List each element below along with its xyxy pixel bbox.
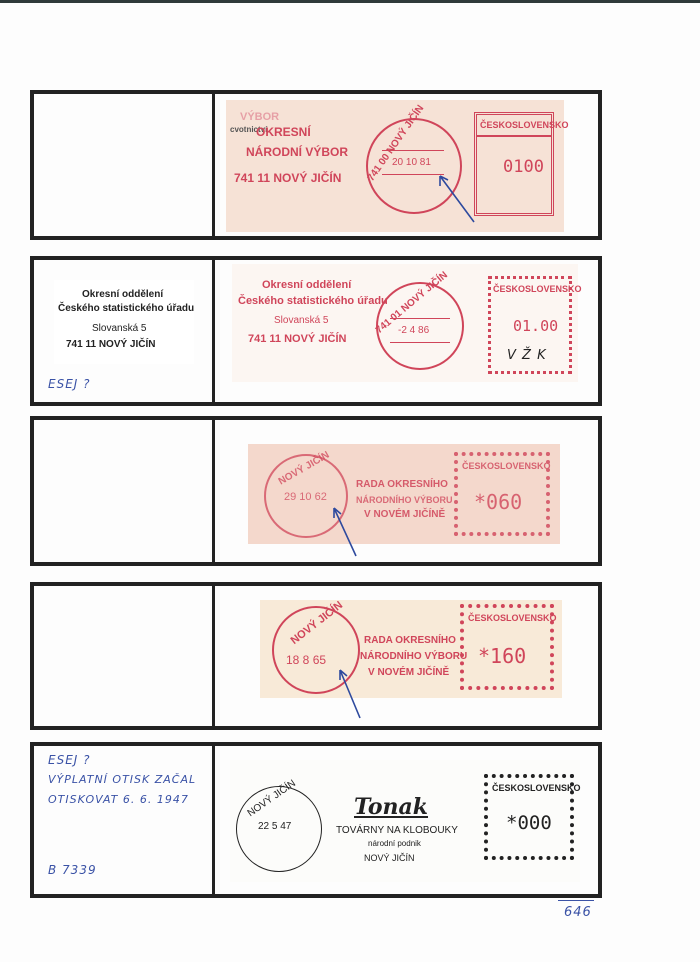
sender-line-1: OKRESNÍ [256,125,311,139]
address-line-3: Slovanská 5 [92,323,147,334]
postmark-date: -2 4 86 [398,325,430,336]
meter-value: *060 [474,490,523,514]
meter-value: 0100 [503,157,544,177]
postmark-date: 29 10 62 [284,491,327,503]
sender-line-3: Slovanská 5 [274,315,329,326]
meter-country: ČESKOSLOVENSKO [468,613,557,623]
handwritten-note-line-3: OTISKOVAT 6. 6. 1947 [48,793,189,806]
sender-line-4: 741 11 NOVÝ JIČÍN [248,333,347,345]
sender-line-3: V NOVÉM JIČÍNĚ [364,509,446,520]
album-row-4 [30,582,602,730]
postmark-date: 18 8 65 [286,653,327,667]
sender-partial-small: cvotnictví [230,125,268,134]
sender-line-1: RADA OKRESNÍHO [356,479,448,490]
meter-country: ČESKOSLOVENSKO [462,461,551,471]
postmark-circle [376,282,464,370]
address-line-2: Českého statistického úřadu [58,303,195,314]
album-row-1 [30,90,602,240]
meter-frame: ČESKOSLOVENSKO *160 [460,604,557,690]
meter-country: ČESKOSLOVENSKO [492,783,581,793]
sender-line-2: NÁRODNÍ VÝBOR [246,145,349,159]
handwritten-initials: V Ž K [507,348,547,363]
meter-value: 01.00 [513,317,559,335]
album-row-2 [30,256,602,406]
meter-frame: ČESKOSLOVENSKO 0100 [474,112,569,216]
tonak-logo: Tonak [354,794,429,820]
row-5-divider [212,744,215,896]
row-5-cover-clip: NOVÝ JIČÍN 22 5 47 Tonak TOVÁRNY NA KLOB… [230,760,581,882]
meter-value: *160 [478,644,527,668]
sender-line-3: NOVÝ JIČÍN [364,853,415,863]
row-2-cover-clip: Okresní oddělení Českého statistického ú… [232,264,582,382]
postmark-circle [236,786,322,872]
handwritten-catalog-ref: B 7339 [48,863,97,877]
row-1-cover-clip: VÝBOR cvotnictví OKRESNÍ NÁRODNÍ VÝBOR 7… [226,100,569,232]
meter-frame: ČESKOSLOVENSKO *060 [454,452,551,536]
row-4-divider [212,584,215,728]
row-2-address-label: Okresní oddělení Českého statistického ú… [54,280,194,364]
postmark-circle [366,118,462,214]
handwritten-note-line-1: ESEJ ? [48,753,91,767]
postmark-circle [264,454,348,538]
meter-country: ČESKOSLOVENSKO [480,120,569,130]
address-line-1: Okresní oddělení [82,289,164,300]
postmark-date: 22 5 47 [258,821,292,832]
sender-line-2: NÁRODNÍHO VÝBORU [356,495,453,505]
row-4-cover-clip: NOVÝ JIČÍN 18 8 65 RADA OKRESNÍHO NÁRODN… [260,599,562,698]
sender-line-2: NÁRODNÍHO VÝBORU [360,651,468,662]
sender-partial-top: VÝBOR [240,111,280,123]
meter-frame: ČESKOSLOVENSKO 01.00 V Ž K [488,276,582,374]
row-1-divider [212,92,215,238]
page-number: 646 [564,905,592,920]
row-2-divider [212,258,215,404]
sender-line-1: Okresní oddělení [262,279,352,291]
postmark-date: 20 10 81 [392,157,431,168]
address-line-4: 741 11 NOVÝ JIČÍN [66,339,156,350]
album-row-3 [30,416,602,566]
sender-line-3: V NOVÉM JIČÍNĚ [368,667,450,678]
handwritten-note-esej: ESEJ ? [48,377,91,391]
page-top-edge [0,0,700,3]
meter-frame: ČESKOSLOVENSKO *000 [484,774,581,860]
sender-line-3: 741 11 NOVÝ JIČÍN [234,171,342,185]
sender-line-1: RADA OKRESNÍHO [364,635,456,646]
meter-value: *000 [506,812,552,834]
row-3-divider [212,418,215,564]
handwritten-note-line-2: VÝPLATNÍ OTISK ZAČAL [48,773,197,786]
postmark-circle [272,606,360,694]
row-3-cover-clip: NOVÝ JIČÍN 29 10 62 RADA OKRESNÍHO NÁROD… [248,444,560,544]
sender-line-2: národní podnik [368,839,421,848]
sender-line-1: TOVÁRNY NA KLOBOUKY [336,825,458,836]
album-row-5 [30,742,602,898]
meter-country: ČESKOSLOVENSKO [493,284,582,294]
sender-line-2: Českého statistického úřadu [238,295,388,307]
